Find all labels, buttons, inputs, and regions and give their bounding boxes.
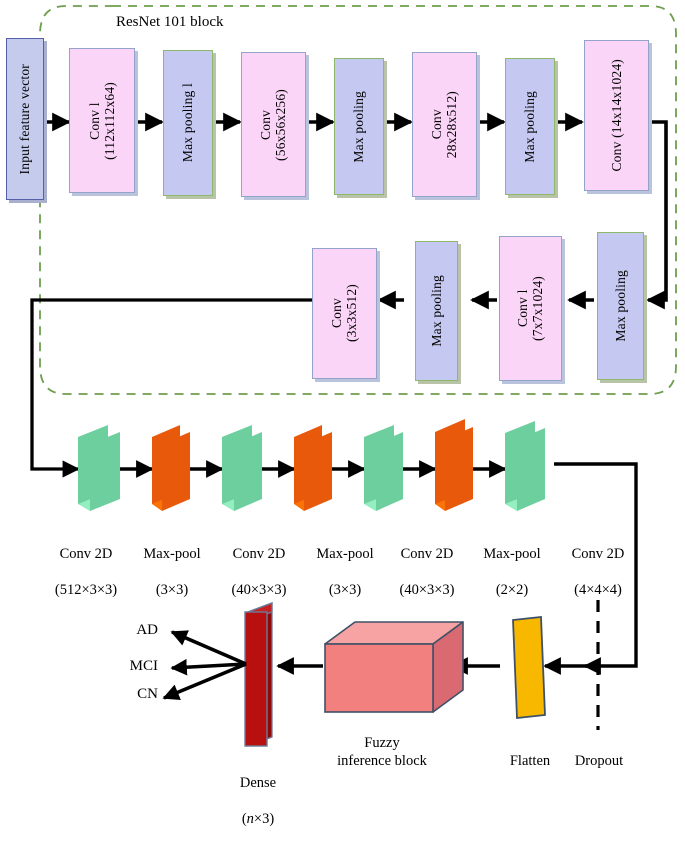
connector-cnn-to-dropout xyxy=(554,462,638,675)
resnet-conv6-block: Conv (3x3x512) xyxy=(312,248,377,379)
resnet-conv6-label: Conv (3x3x512) xyxy=(329,284,360,343)
input-feature-vector-label: Input feature vector xyxy=(17,63,33,175)
fuzzy-inference-block xyxy=(324,621,464,713)
caption-dense-title: Dense xyxy=(239,775,277,792)
conv2d-slab-1 xyxy=(78,425,120,511)
caption-conv2d-1-title: Conv 2D xyxy=(59,546,113,563)
arrow-dense-to-CN xyxy=(162,662,247,700)
maxpool-slab-2 xyxy=(294,425,332,511)
caption-dense-shape: (n×3) xyxy=(208,810,308,828)
resnet-conv5-block: Conv l (7x7x1024) xyxy=(499,236,562,381)
maxpool-slab-1 xyxy=(152,425,190,511)
resnet-conv5-label: Conv l (7x7x1024) xyxy=(515,276,546,341)
caption-dropout: Dropout xyxy=(574,753,624,769)
arrow-dense-to-AD xyxy=(170,630,247,666)
resnet-boundary-dashed xyxy=(39,5,677,395)
dense-n-symbol: n xyxy=(246,811,254,828)
dense-shape-rest: ×3) xyxy=(253,811,275,828)
resnet-maxpool2-label: Max pooling xyxy=(351,90,367,163)
resnet-conv3-label: Conv 28x28x512) xyxy=(429,90,460,159)
caption-maxpool-1: Max-pool (3×3) xyxy=(118,527,226,618)
resnet-conv4-label: Conv (14x14x1024) xyxy=(608,59,624,172)
caption-conv2d-2: Conv 2D (40×3×3) xyxy=(203,527,315,618)
resnet-maxpool5-label: Max pooling xyxy=(428,275,444,347)
output-label-AD: AD xyxy=(136,622,158,638)
flatten-block xyxy=(512,616,546,719)
resnet-conv1-label: Conv l (112x112x64) xyxy=(86,81,117,160)
figure-canvas: ResNet 101 block Input feature vector Co… xyxy=(6,5,677,827)
resnet-maxpool1-block: Max pooling l xyxy=(163,50,213,196)
caption-maxpool-2-title: Max-pool xyxy=(316,546,374,563)
resnet-maxpool4-label: Max pooling xyxy=(612,270,628,342)
resnet-conv3-block: Conv 28x28x512) xyxy=(412,52,477,197)
caption-conv2d-3: Conv 2D (40×3×3) xyxy=(371,527,483,618)
caption-conv2d-3-shape: (40×3×3) xyxy=(399,582,455,599)
conv2d-slab-4 xyxy=(505,421,545,511)
caption-conv2d-3-title: Conv 2D xyxy=(400,546,454,563)
resnet-maxpool2-block: Max pooling xyxy=(334,58,384,195)
resnet-conv4-block: Conv (14x14x1024) xyxy=(584,40,649,191)
conv2d-slab-2 xyxy=(222,425,262,511)
resnet-conv1-block: Conv l (112x112x64) xyxy=(69,48,135,193)
resnet-maxpool1-label: Max pooling l xyxy=(180,83,196,163)
resnet-maxpool4-block: Max pooling xyxy=(597,232,644,380)
caption-dense: Dense (n×3) xyxy=(208,756,308,847)
resnet-conv2-label: Conv (56x56x256) xyxy=(258,88,289,161)
resnet-maxpool5-block: Max pooling xyxy=(415,241,458,381)
resnet-maxpool3-block: Max pooling xyxy=(505,58,555,195)
caption-maxpool-1-shape: (3×3) xyxy=(155,582,189,599)
caption-maxpool-3-title: Max-pool xyxy=(483,546,541,563)
connector-row1-to-row2 xyxy=(646,120,668,310)
caption-maxpool-3: Max-pool (2×2) xyxy=(462,527,562,618)
caption-conv2d-4: Conv 2D (4×4×4) xyxy=(542,527,654,618)
maxpool-slab-3 xyxy=(435,419,473,511)
arrow-dense-to-MCI xyxy=(170,658,247,676)
caption-conv2d-4-title: Conv 2D xyxy=(571,546,625,563)
caption-maxpool-2-shape: (3×3) xyxy=(328,582,362,599)
caption-conv2d-2-shape: (40×3×3) xyxy=(231,582,287,599)
connector-row2-to-cnn xyxy=(30,298,312,478)
resnet-maxpool3-label: Max pooling xyxy=(522,90,538,163)
output-label-MCI: MCI xyxy=(129,658,158,674)
caption-flatten: Flatten xyxy=(509,753,551,769)
caption-maxpool-1-title: Max-pool xyxy=(143,546,201,563)
resnet-conv2-block: Conv (56x56x256) xyxy=(241,52,306,197)
caption-conv2d-1: Conv 2D (512×3×3) xyxy=(28,527,144,618)
caption-conv2d-1-shape: (512×3×3) xyxy=(54,582,118,599)
output-label-CN: CN xyxy=(137,686,158,702)
caption-conv2d-2-title: Conv 2D xyxy=(232,546,286,563)
resnet-block-title: ResNet 101 block xyxy=(116,14,224,30)
caption-maxpool-2: Max-pool (3×3) xyxy=(293,527,397,618)
caption-conv2d-4-shape: (4×4×4) xyxy=(574,582,622,599)
conv2d-slab-3 xyxy=(364,425,403,511)
connector-layer xyxy=(30,5,677,747)
input-feature-vector-block: Input feature vector xyxy=(6,38,44,200)
caption-fuzzy-inference: Fuzzy inference block xyxy=(337,735,427,770)
dense-block xyxy=(244,602,273,747)
caption-maxpool-3-shape: (2×2) xyxy=(495,582,529,599)
